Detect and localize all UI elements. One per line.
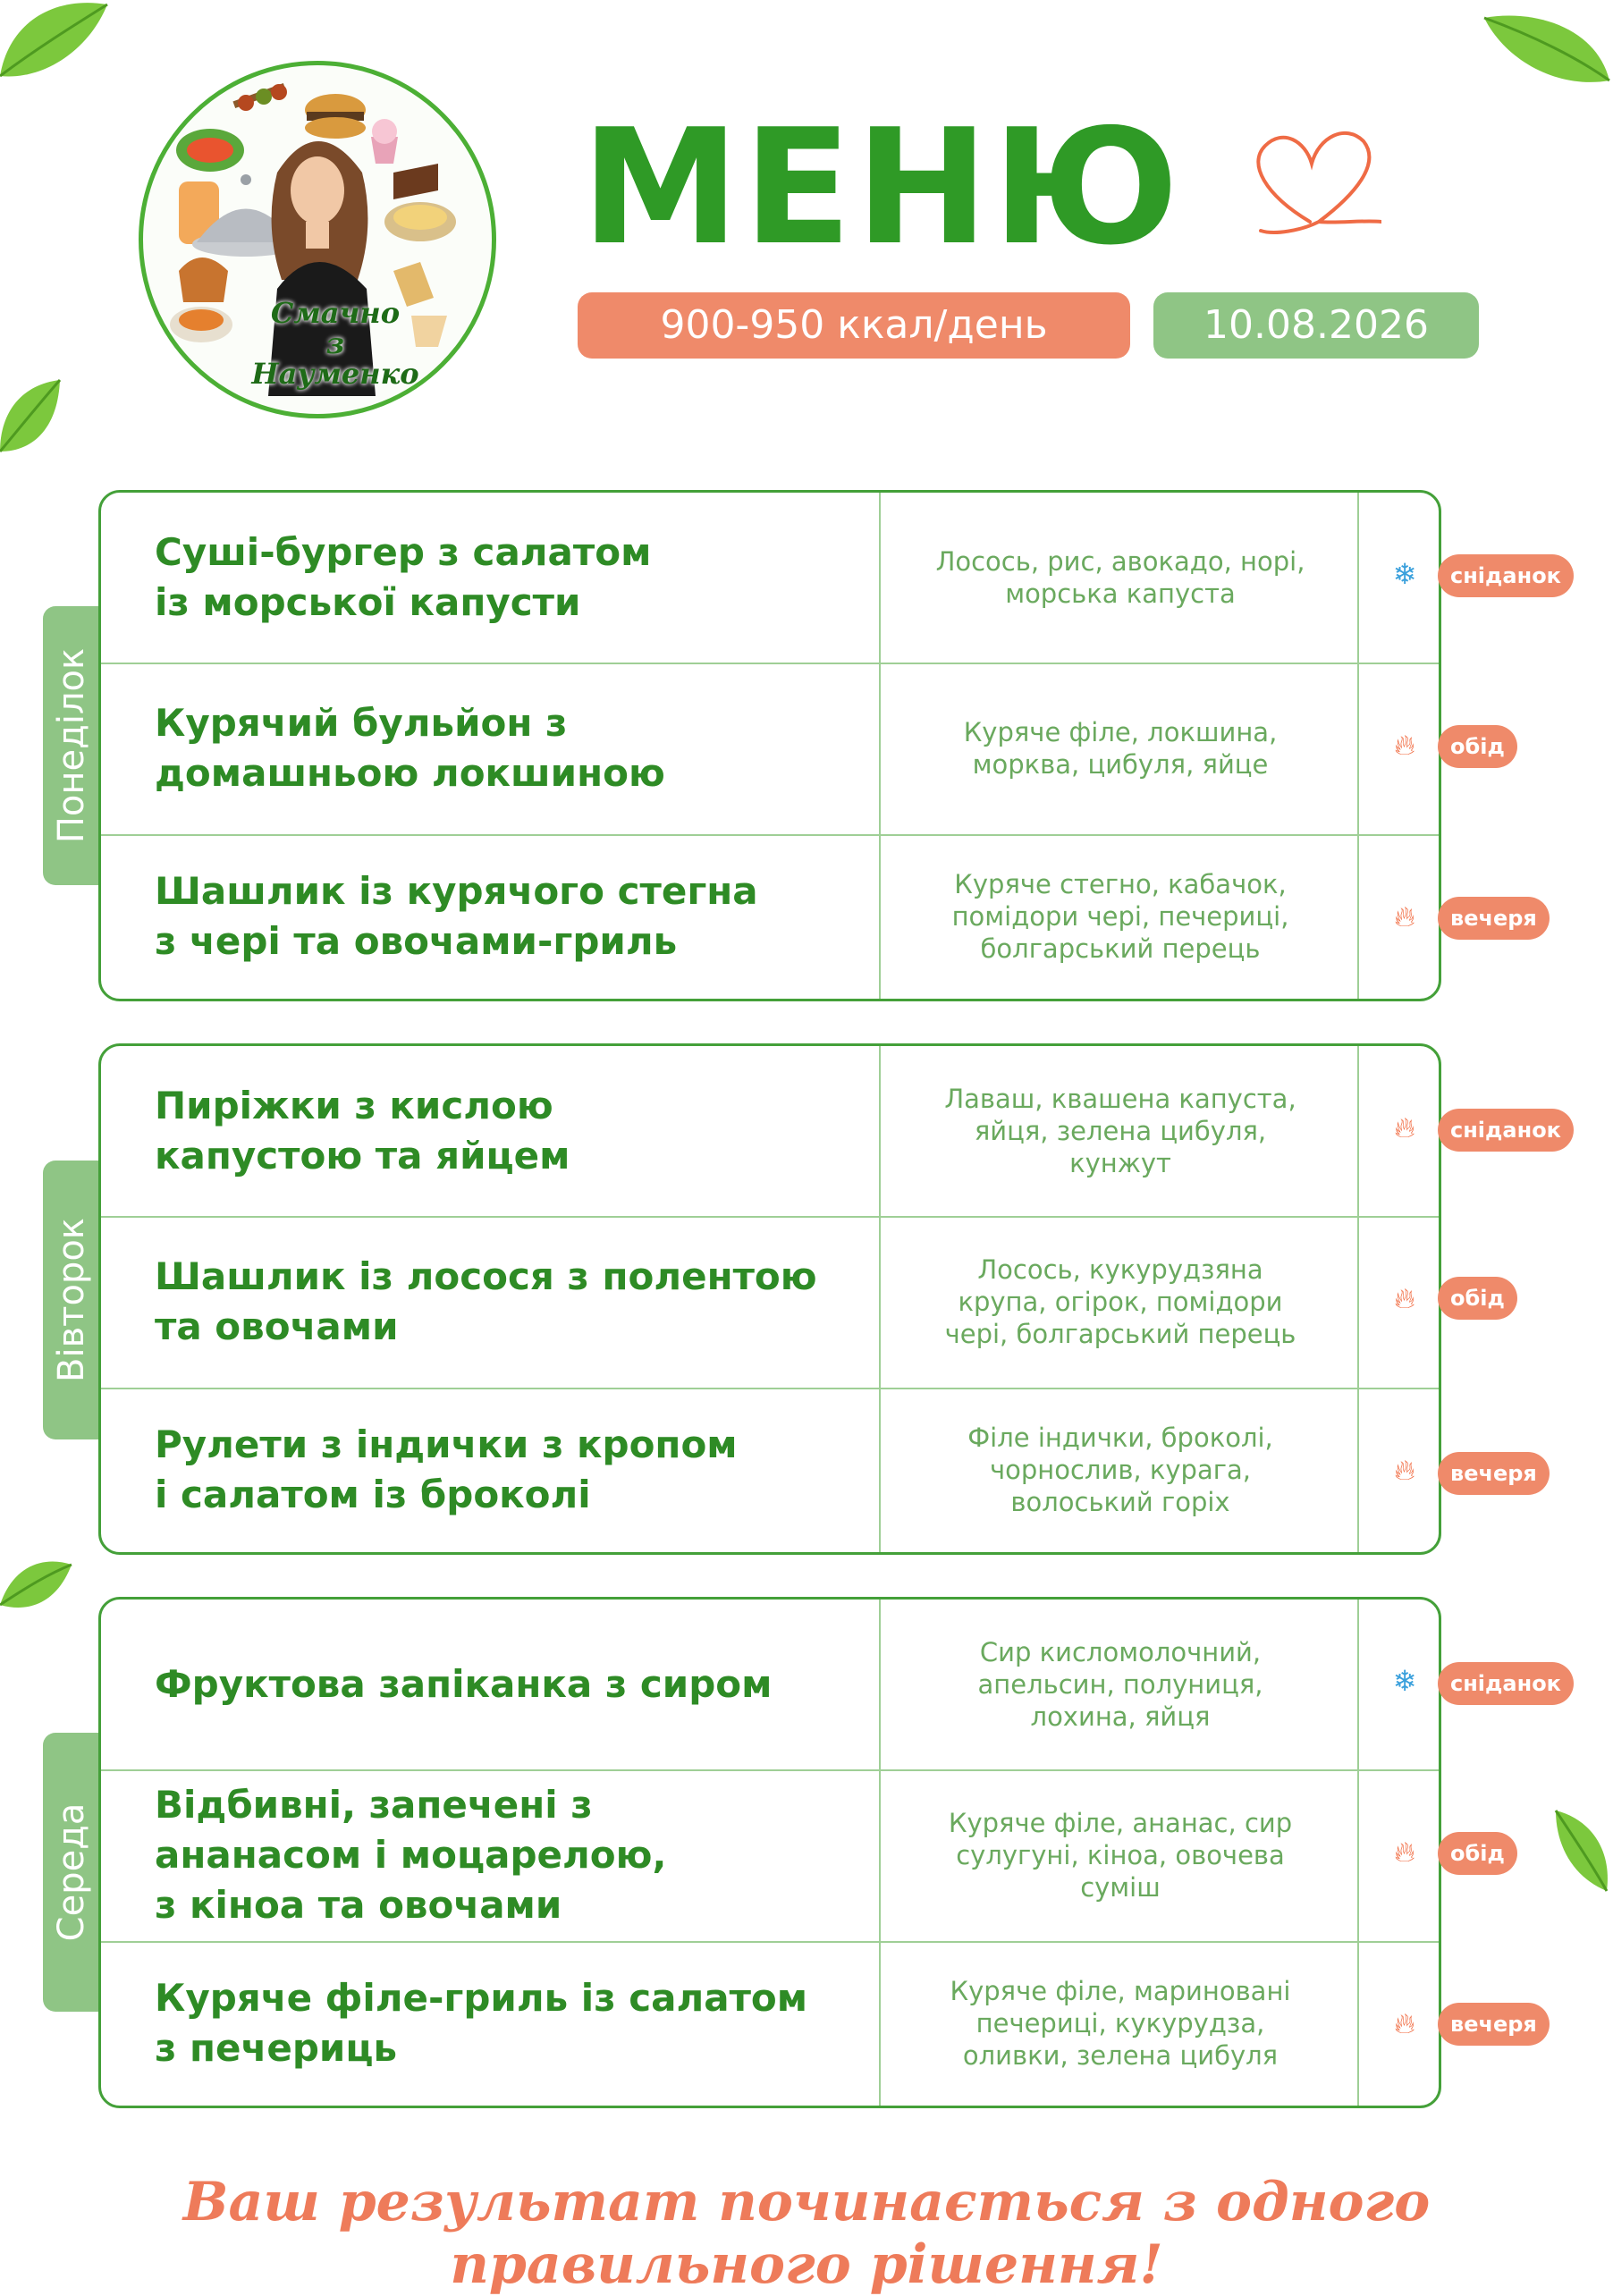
fire-icon: 🔥︎ — [1394, 899, 1415, 933]
logo-text: Смачно з Науменко — [241, 298, 429, 389]
dish-ingredients: Куряче філе, ананас, сир сулугуні, кіноа… — [948, 1808, 1293, 1903]
day-label: Понеділок — [51, 647, 92, 844]
meal-tag: вечеря — [1438, 2003, 1550, 2046]
snowflake-icon: ❄ — [1392, 1664, 1417, 1698]
brand-logo: Смачно з Науменко — [139, 61, 496, 418]
fire-icon: 🔥︎ — [1394, 1835, 1415, 1869]
meal-tag: обід — [1438, 1277, 1517, 1320]
day-tab-tuesday: Вівторок — [43, 1161, 100, 1439]
day-label: Середа — [51, 1802, 92, 1942]
dish-name: Суші-бургер з салатом із морської капуст… — [155, 530, 652, 624]
calorie-badge: 900-950 ккал/день — [578, 292, 1130, 359]
page-title: МЕНЮ — [581, 95, 1183, 280]
heart-icon — [1256, 131, 1381, 234]
meal-tag: сніданок — [1438, 1109, 1574, 1152]
leaf-decoration — [0, 1561, 72, 1608]
meal-tag: вечеря — [1438, 1452, 1550, 1495]
snowflake-icon: ❄ — [1392, 557, 1417, 591]
leaf-decoration — [0, 3, 108, 78]
leaf-decoration — [0, 379, 62, 452]
dish-ingredients: Філе індички, броколі, чорнослив, курага… — [967, 1422, 1273, 1517]
dish-name: Шашлик із курячого стегна з чері та овоч… — [155, 869, 758, 963]
fire-icon: 🔥︎ — [1394, 1453, 1415, 1487]
dish-name: Фруктова запіканка з сиром — [155, 1662, 773, 1706]
logo-line-2: з Науменко — [251, 326, 419, 391]
meal-tag: сніданок — [1438, 1662, 1574, 1705]
fire-icon: 🔥︎ — [1394, 1110, 1415, 1144]
date-badge: 10.08.2026 — [1153, 292, 1479, 359]
dish-ingredients: Сир кисломолочний, апельсин, полуниця, л… — [977, 1637, 1263, 1732]
day-table-wednesday: Фруктова запіканка з сиром Сир кисломоло… — [98, 1597, 1441, 2108]
fire-icon: 🔥︎ — [1394, 1281, 1415, 1315]
day-tab-wednesday: Середа — [43, 1733, 100, 2012]
fire-icon: 🔥︎ — [1394, 2006, 1415, 2040]
footer-slogan: Ваш результат починається з одного прави… — [182, 2171, 1431, 2296]
day-table-monday: Суші-бургер з салатом із морської капуст… — [98, 490, 1441, 1001]
meal-tag: обід — [1438, 725, 1517, 768]
dish-name: Пиріжки з кислою капустою та яйцем — [155, 1084, 570, 1178]
dish-name: Куряче філе-гриль із салатом з печериць — [155, 1976, 808, 2070]
meal-tag: сніданок — [1438, 554, 1574, 597]
meal-tag: вечеря — [1438, 897, 1550, 940]
day-table-tuesday: Пиріжки з кислою капустою та яйцем Лаваш… — [98, 1043, 1441, 1555]
dish-name: Відбивні, запечені з ананасом і моцарело… — [155, 1783, 667, 1927]
dish-ingredients: Куряче філе, локшина, морква, цибуля, яй… — [963, 717, 1278, 780]
dish-ingredients: Лаваш, квашена капуста, яйця, зелена циб… — [944, 1084, 1296, 1178]
fire-icon: 🔥︎ — [1394, 728, 1415, 762]
dish-name: Шашлик із лосося з полентою та овочами — [155, 1254, 817, 1348]
dish-ingredients: Лосось, кукурудзяна крупа, огірок, помід… — [944, 1254, 1296, 1349]
dish-name: Рулети з індички з кропом і салатом із б… — [155, 1422, 738, 1516]
logo-illustration — [170, 82, 456, 396]
dish-ingredients: Лосось, рис, авокадо, норі, морська капу… — [935, 546, 1305, 609]
day-label: Вівторок — [51, 1218, 92, 1382]
meal-tag: обід — [1438, 1832, 1517, 1875]
logo-line-1: Смачно — [270, 296, 401, 330]
leaf-decoration — [1483, 15, 1610, 82]
dish-ingredients: Куряче стегно, кабачок, помідори чері, п… — [951, 869, 1289, 964]
day-tab-monday: Понеділок — [43, 606, 100, 885]
leaf-decoration — [1554, 1810, 1609, 1892]
dish-ingredients: Куряче філе, мариновані печериці, кукуру… — [950, 1976, 1291, 2071]
dish-name: Курячий бульйон з домашньою локшиною — [155, 701, 665, 795]
